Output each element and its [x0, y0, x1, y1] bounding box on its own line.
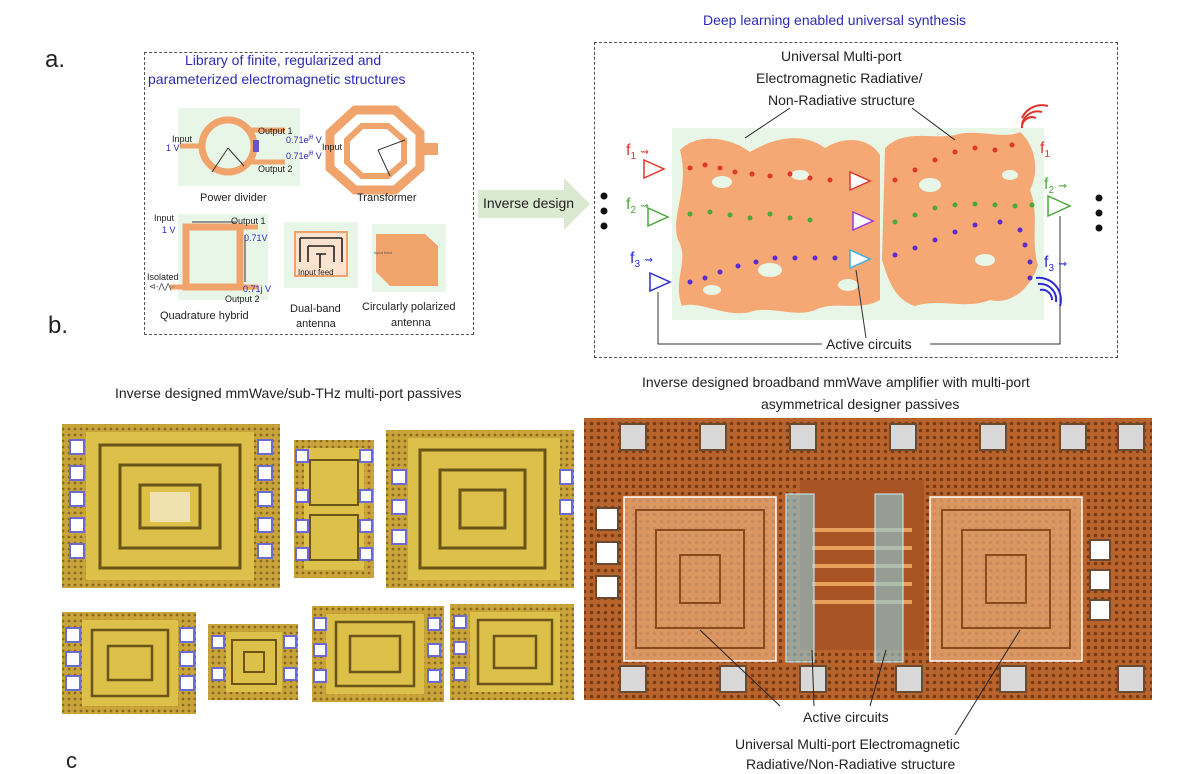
port-f2-in: f2 ⇝ — [626, 196, 649, 217]
port-pads — [65, 439, 573, 691]
synthesis-box — [594, 42, 1118, 358]
panel-b-right-title-line2: asymmetrical designer passives — [761, 396, 960, 412]
synthesis-title: Deep learning enabled universal synthesi… — [703, 12, 967, 28]
circular-caption-line2: antenna — [391, 317, 431, 329]
red-signal-path — [687, 142, 1015, 183]
passive-chip-6 — [312, 606, 444, 702]
amplifier-triangles — [643, 158, 1072, 293]
structure-label-line1: Universal Multi-port — [781, 48, 902, 64]
dual-band-feed-label: Input feed — [298, 268, 334, 277]
structure-label-line3: Non-Radiative structure — [768, 92, 916, 108]
circular-feed-label: Input feed — [374, 250, 392, 255]
amplifier-die-photo — [584, 418, 1152, 700]
passive-chip-4 — [62, 612, 196, 714]
qh-isolated-label: Isolated — [147, 272, 179, 282]
library-box — [144, 52, 474, 335]
qh-output2-label: Output 2 — [225, 294, 260, 304]
port-f3-out: f3 ⇝ — [1044, 254, 1067, 275]
panel-b-structure-line2: Radiative/Non-Radiative structure — [746, 756, 956, 772]
panel-b-left-title: Inverse designed mmWave/sub-THz multi-po… — [115, 385, 462, 401]
qh-input-label: Input — [154, 213, 175, 223]
pd-output1-label: Output 1 — [258, 126, 293, 136]
active-circuits-connector — [657, 216, 1061, 345]
qh-output1-value: 0.71V — [244, 233, 268, 243]
port-f1-in: f1 ⇝ — [626, 142, 649, 163]
passive-chip-3 — [386, 430, 574, 588]
panel-b-structure-line1: Universal Multi-port Electromagnetic — [735, 736, 960, 752]
structure-label-line2: Electromagnetic Radiative/ — [756, 70, 923, 86]
dual-band-caption-line1: Dual-band — [290, 303, 341, 315]
pd-input-label: Input — [172, 134, 193, 144]
qh-isolated-resistor-icon: ⊲-⋀⋀- — [149, 282, 175, 291]
pd-output2-label: Output 2 — [258, 164, 293, 174]
pd-input-value: 1 V — [166, 143, 180, 153]
port-f2-out: f2 ⇝ — [1044, 176, 1067, 197]
panel-b-active-circuits: Active circuits — [803, 709, 889, 725]
panel-label-a: a. — [45, 46, 66, 73]
library-title-line1: Library of finite, regularized and — [185, 52, 382, 68]
panel-label-b: b. — [48, 312, 69, 339]
transformer-input-label: Input — [322, 142, 343, 152]
passive-chip-7 — [450, 604, 574, 700]
circular-caption-line1: Circularly polarized — [362, 301, 456, 313]
inverse-design-label: Inverse design — [483, 195, 575, 211]
structure-holes — [703, 170, 1018, 295]
passive-chip-1 — [62, 424, 280, 588]
qh-input-value: 1 V — [162, 225, 176, 235]
blue-signal-path — [687, 219, 1033, 285]
green-signal-path — [687, 201, 1035, 225]
radiation-waves-icon — [1020, 104, 1062, 307]
port-f3-in: f3 ⇝ — [630, 250, 653, 271]
qh-output2-value: 0.71j V — [243, 284, 272, 294]
qh-output1-label: Output 1 — [231, 216, 266, 226]
panel-b-right-title-line1: Inverse designed broadband mmWave amplif… — [642, 374, 1030, 390]
panel-label-c: c — [66, 748, 77, 773]
pd-output2-value: 0.71ejθ V — [286, 151, 322, 161]
dual-band-caption-line2: antenna — [296, 318, 336, 330]
power-divider-caption: Power divider — [200, 192, 267, 204]
synthesis-active-circuits: Active circuits — [826, 336, 912, 352]
pd-output1-value: 0.71ejθ V — [286, 135, 322, 145]
transformer-caption: Transformer — [357, 192, 417, 204]
library-title-line2: parameterized electromagnetic structures — [148, 71, 406, 87]
port-f1-out: f1 — [1040, 140, 1051, 161]
quadrature-hybrid-caption: Quadrature hybrid — [160, 310, 249, 322]
